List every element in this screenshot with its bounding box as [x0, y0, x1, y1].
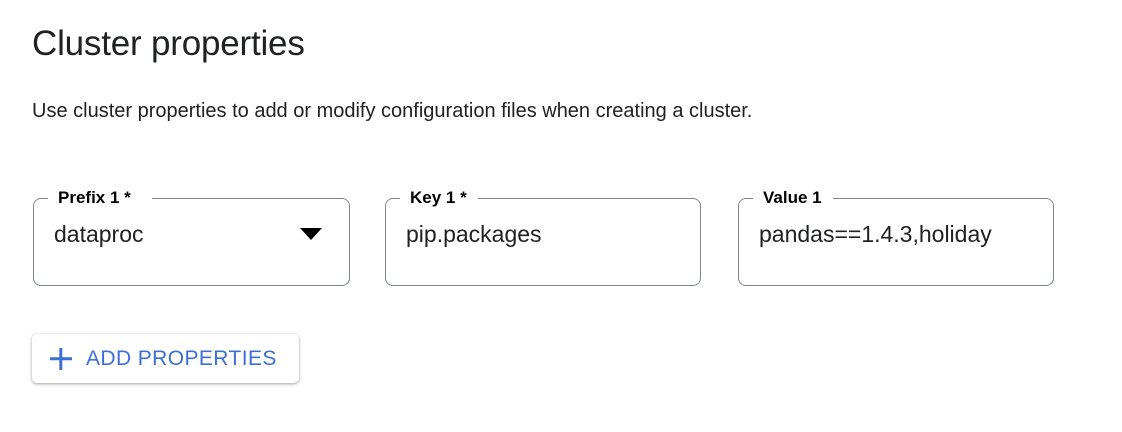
- prefix-field-control[interactable]: dataproc: [33, 214, 350, 254]
- value-field-value[interactable]: pandas==1.4.3,holiday: [759, 221, 992, 247]
- prefix-field-value: dataproc: [54, 221, 144, 247]
- value-field[interactable]: Value 1 pandas==1.4.3,holiday: [738, 187, 1054, 286]
- add-properties-button[interactable]: ADD PROPERTIES: [32, 334, 299, 383]
- key-field-control[interactable]: pip.packages: [385, 214, 701, 254]
- page-description: Use cluster properties to add or modify …: [32, 100, 753, 122]
- prefix-field-label: Prefix 1 *: [55, 187, 134, 209]
- prefix-field[interactable]: Prefix 1 * dataproc: [33, 187, 350, 286]
- chevron-down-icon[interactable]: [300, 228, 322, 240]
- value-field-label: Value 1: [760, 187, 825, 209]
- page-title: Cluster properties: [32, 24, 305, 63]
- key-field-value[interactable]: pip.packages: [406, 221, 542, 247]
- add-properties-button-label: ADD PROPERTIES: [86, 346, 277, 370]
- value-field-control[interactable]: pandas==1.4.3,holiday: [738, 214, 1054, 254]
- key-field[interactable]: Key 1 * pip.packages: [385, 187, 701, 286]
- properties-field-row: Prefix 1 * dataproc Key 1 * pip.packages…: [0, 187, 1122, 290]
- key-field-label: Key 1 *: [407, 187, 470, 209]
- plus-icon: [50, 348, 72, 370]
